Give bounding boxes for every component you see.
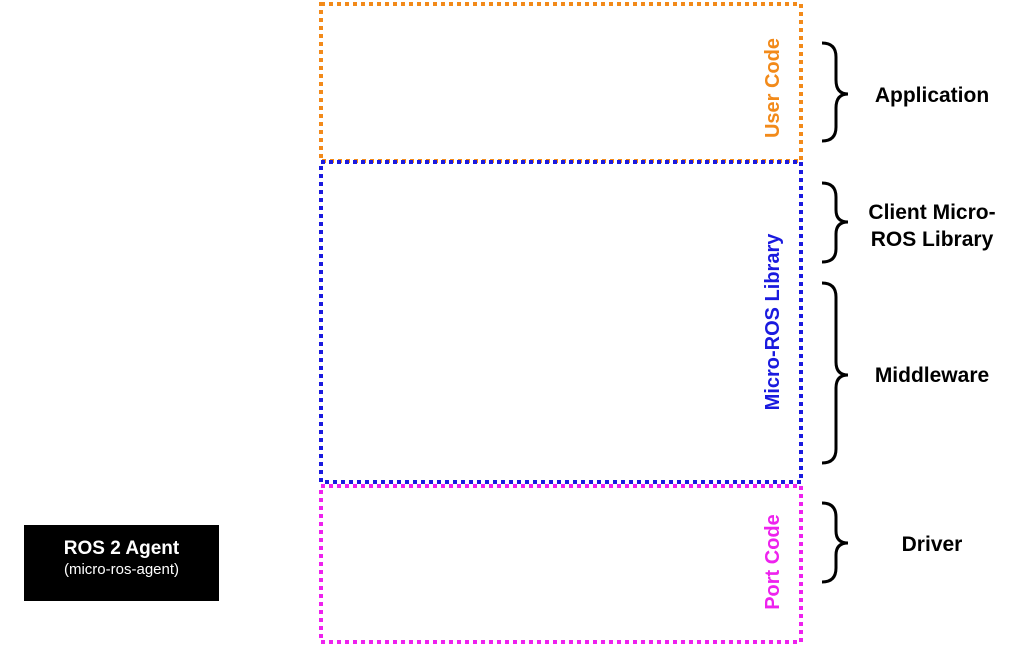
middleware-label: Middleware [875,364,989,387]
ros2-agent-title: ROS 2 Agent [63,538,180,559]
client-library-label-line1: Client Micro- [868,201,995,224]
micro-ros-library-label: Micro-ROS Library [762,233,784,411]
port-code-layer-box [319,484,803,644]
client-library-brace [821,181,849,264]
ros2-agent-box: ROS 2 Agent (micro-ros-agent) [24,525,219,601]
middleware-brace [821,281,849,465]
ros2-agent-subtitle: (micro-ros-agent) [63,561,180,578]
client-library-label-line2: ROS Library [871,228,994,251]
driver-label: Driver [902,533,963,556]
port-code-label: Port Code [762,514,784,610]
micro-ros-library-layer-box [319,160,803,484]
user-code-layer-box [319,2,803,163]
application-brace [821,41,849,143]
application-label: Application [875,84,989,107]
user-code-label: User Code [762,38,784,138]
driver-brace [821,501,849,584]
